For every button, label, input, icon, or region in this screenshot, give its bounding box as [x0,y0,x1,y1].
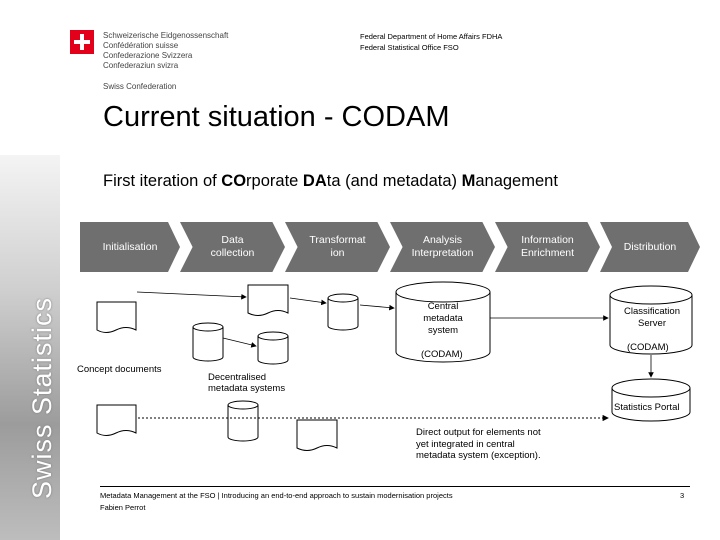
confederation-line-fr: Confédération suisse [103,41,179,50]
page-number: 3 [680,491,685,500]
subtitle-part: ta (and metadata) [326,172,462,190]
subtitle-part: rporate [246,172,303,190]
flow-arrow [222,337,257,348]
concept-documents-label: Concept documents [77,364,162,375]
central-metadata-label: Central metadata system [423,301,463,336]
flow-arrow [289,297,327,306]
footer-text: Metadata Management at the FSO | Introdu… [100,491,453,500]
document-shape [96,301,137,333]
database-cylinder [327,293,359,331]
page-title: Current situation - CODAM [103,101,450,133]
swiss-flag-logo [70,30,94,54]
central-metadata-cylinder [395,281,491,363]
confederation-line-it: Confederazione Svizzera [103,51,193,60]
document-shape [247,284,289,316]
central-codam-label: (CODAM) [421,349,463,360]
step-label: Information Enrichment [520,234,575,259]
subtitle-part: First iteration of [103,172,222,190]
department-name: Federal Department of Home Affairs FDHA [360,32,503,41]
database-cylinder [257,331,289,365]
office-name: Federal Statistical Office FSO [360,43,459,52]
step-label: Transformat ion [309,234,366,259]
step-transformation: Transformat ion [285,222,390,272]
confederation-line-de: Schweizerische Eidgenossenschaft [103,31,229,40]
database-cylinder [192,322,224,362]
subtitle-emphasis: CO [221,172,247,190]
direct-output-line1: Direct output for elements not [416,427,541,438]
step-label: Data collection [210,234,255,259]
page-subtitle: First iteration of COrporate DAta (and m… [103,172,558,191]
step-information-enrichment: Information Enrichment [495,222,600,272]
swiss-confederation-label: Swiss Confederation [103,82,177,91]
footer-rule [100,486,690,487]
direct-output-line2: yet integrated in central [416,438,515,450]
confederation-line-rm: Confederaziun svizra [103,61,179,70]
subtitle-emphasis: DA [302,172,327,190]
step-initialisation: Initialisation [80,222,180,272]
flow-arrow [359,304,395,311]
classification-server-cylinder [609,285,693,355]
step-analysis: Analysis Interpretation [390,222,495,272]
flow-arrow [136,291,247,300]
database-cylinder [227,400,259,442]
classification-server-label: Classification Server [624,306,680,329]
subtitle-emphasis: M [461,172,476,190]
direct-output-line3: metadata system (exception). [416,450,541,461]
subtitle-part: anagement [475,172,558,190]
step-distribution: Distribution [600,222,700,272]
decentralised-label-line1: Decentralised [208,372,267,383]
document-shape [296,419,338,451]
document-shape [96,404,137,436]
decentralised-label-line2: metadata systems [208,383,286,394]
statistics-portal-label: Statistics Portal [614,402,680,413]
step-data-collection: Data collection [180,222,285,272]
classification-codam-label: (CODAM) [627,342,669,353]
statistics-portal-cylinder [611,378,691,422]
step-label: Analysis Interpretation [411,234,474,259]
footer-author: Fabien Perrot [100,503,146,512]
sidebar-photo [0,155,60,540]
